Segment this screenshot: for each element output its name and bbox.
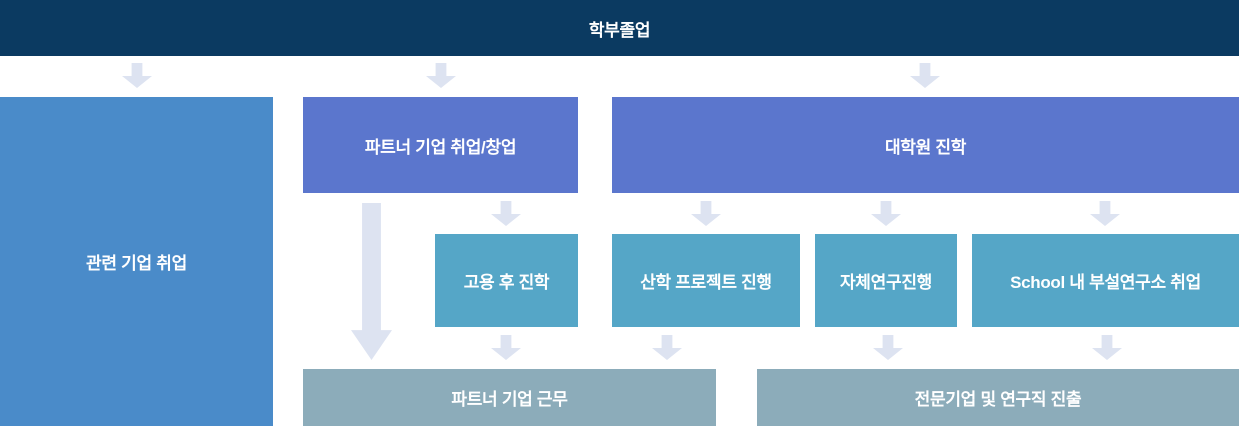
node-independent-research: 자체연구진행 [815,234,957,327]
node-label: 파트너 기업 취업/창업 [364,137,517,157]
node-label: 학부졸업 [588,20,651,40]
down-arrow-to-industry-project [691,201,721,226]
node-label: 고용 후 진학 [463,273,550,292]
node-label: 대학원 진학 [884,137,967,157]
long-down-arrow-partner-to-partner-work [351,203,392,360]
node-school-research-institute-employment: School 내 부설연구소 취업 [972,234,1239,327]
node-graduate-school: 대학원 진학 [612,97,1239,193]
node-undergraduate-graduation: 학부졸업 [0,0,1239,56]
down-arrow-to-partner-work-from-study [491,335,521,360]
node-label: 산학 프로젝트 진행 [640,273,772,292]
down-arrow-to-professional-from-independent-research [873,335,903,360]
node-partner-company-work: 파트너 기업 근무 [303,369,716,426]
node-label: 파트너 기업 근무 [451,390,568,409]
down-arrow-to-study-after-employment [491,201,521,226]
node-related-company-employment: 관련 기업 취업 [0,97,273,426]
node-industry-academia-project: 산학 프로젝트 진행 [612,234,800,327]
node-professional-company-research-advancement: 전문기업 및 연구직 진출 [757,369,1239,426]
down-arrow-to-independent-research [871,201,901,226]
down-arrow-to-partner-employment [426,63,456,88]
down-arrow-to-school-institute [1090,201,1120,226]
node-label: School 내 부설연구소 취업 [1010,273,1201,292]
node-label: 전문기업 및 연구직 진출 [914,390,1082,409]
down-arrow-to-related-employment [122,63,152,88]
node-label: 관련 기업 취업 [86,254,187,273]
down-arrow-to-partner-work-from-industry-project [652,335,682,360]
node-partner-company-employment-startup: 파트너 기업 취업/창업 [303,97,578,193]
down-arrow-to-grad-school [910,63,940,88]
down-arrow-to-professional-from-school-institute [1092,335,1122,360]
node-label: 자체연구진행 [839,273,933,292]
node-study-after-employment: 고용 후 진학 [435,234,578,327]
